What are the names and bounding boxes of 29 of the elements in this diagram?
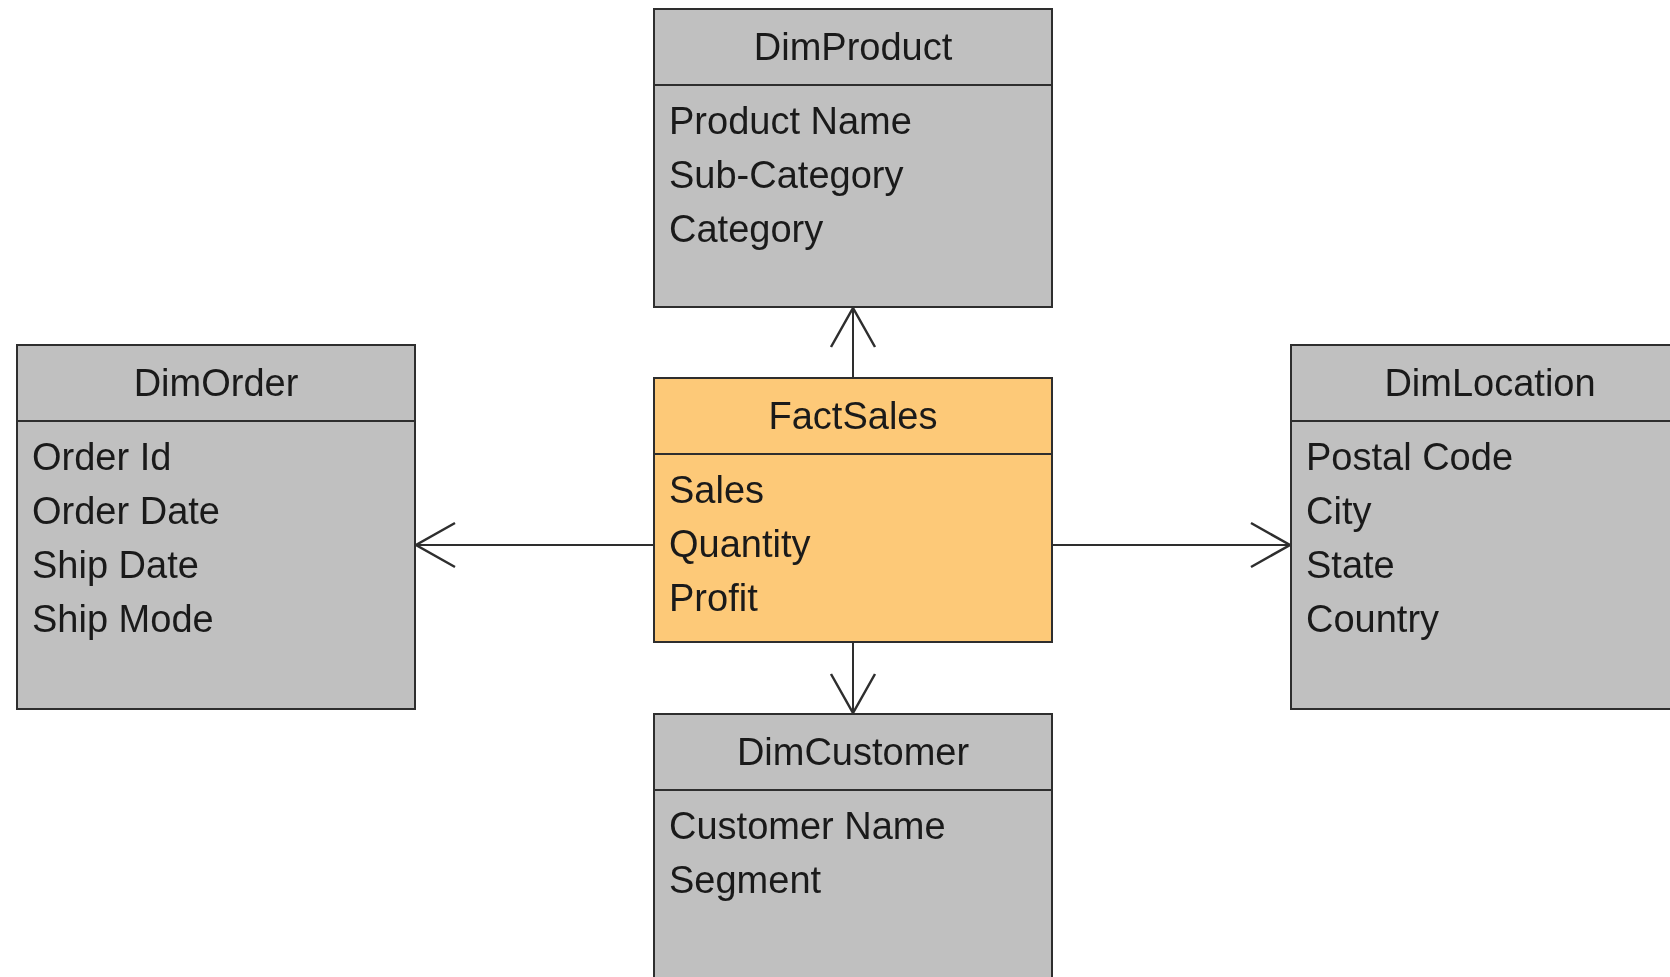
column-name: Order Date [32, 489, 220, 534]
column-name: Sub-Category [669, 153, 904, 198]
column-name: Order Id [32, 435, 172, 480]
column-name: City [1306, 489, 1372, 534]
column-name: Country [1306, 597, 1440, 642]
column-name: State [1306, 543, 1395, 588]
fact-table-box [653, 377, 1053, 643]
column-name: Postal Code [1306, 435, 1513, 480]
table-name: DimProduct [655, 10, 1051, 86]
column-name: Customer Name [669, 804, 946, 849]
dimension-table-box [1290, 344, 1670, 710]
arrow [829, 642, 877, 715]
column-name: Quantity [669, 522, 811, 567]
dimension-table-box [16, 344, 416, 710]
column-name: Profit [669, 576, 758, 621]
column-name: Ship Date [32, 543, 199, 588]
column-name: Segment [669, 858, 822, 903]
column-name: Ship Mode [32, 597, 214, 642]
table-name: DimLocation [1292, 346, 1670, 422]
column-name: Category [669, 207, 824, 252]
table-name: DimCustomer [655, 715, 1051, 791]
dimension-table-box [653, 713, 1053, 977]
table-name: DimOrder [18, 346, 414, 422]
arrow [1052, 521, 1292, 569]
table-name: FactSales [655, 379, 1051, 455]
column-name: Sales [669, 468, 765, 513]
arrow [829, 306, 877, 378]
column-name: Product Name [669, 99, 912, 144]
dimension-table-box [653, 8, 1053, 308]
